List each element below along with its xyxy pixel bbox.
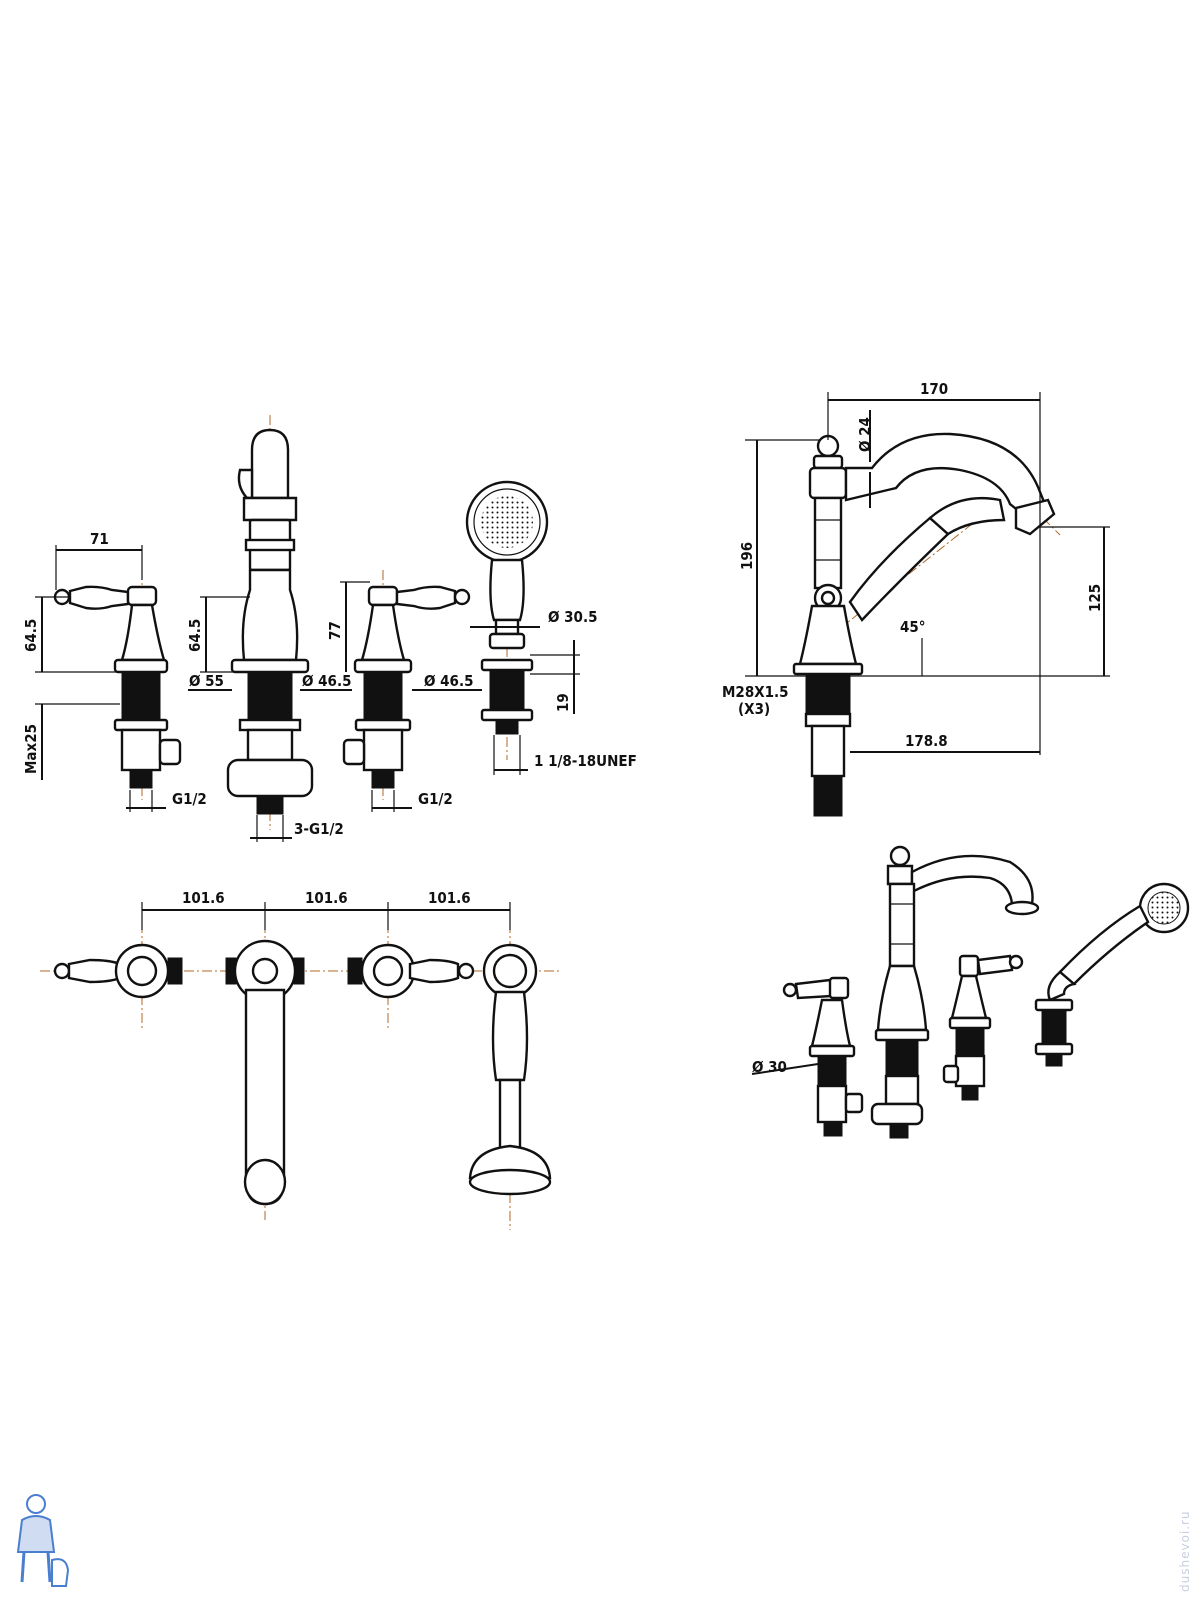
watermark: dushevoi.ru xyxy=(1178,1510,1192,1592)
dim-shower-thread: 1 1/8-18UNEF xyxy=(534,752,637,770)
dim-101-6-c: 101.6 xyxy=(428,889,471,907)
dim-45-deg: 45° xyxy=(900,618,926,636)
dim-19: 19 xyxy=(554,693,572,712)
right-valve xyxy=(342,585,471,789)
dim-3g12: 3-G1/2 xyxy=(294,820,344,838)
dim-64-5-spout: 64.5 xyxy=(186,619,204,652)
dim-m28: M28X1.5 xyxy=(722,683,789,701)
dim-101-6-a: 101.6 xyxy=(182,889,225,907)
spout xyxy=(226,428,314,815)
dim-77: 77 xyxy=(326,621,344,640)
dim-m28-qty: (X3) xyxy=(738,700,770,718)
isometric-view: Ø 30 xyxy=(751,845,1190,1139)
dim-iso-diam-30: Ø 30 xyxy=(752,1058,787,1076)
dim-64-5-left: 64.5 xyxy=(22,619,40,652)
dim-diam-55: Ø 55 xyxy=(189,672,224,690)
dim-196: 196 xyxy=(738,542,756,570)
top-view: 101.6 101.6 101.6 xyxy=(40,889,560,1230)
left-valve xyxy=(53,585,182,789)
dim-max25: Max25 xyxy=(22,724,40,774)
dim-diam-46-5-a: Ø 46.5 xyxy=(302,672,351,690)
dim-diam-30-5: Ø 30.5 xyxy=(548,608,597,626)
dim-g12-left: G1/2 xyxy=(172,790,207,808)
dim-g12-right: G1/2 xyxy=(418,790,453,808)
side-view: 170 Ø 24 196 125 45° M28X1.5 (X3) 178.8 xyxy=(722,380,1110,817)
hand-shower xyxy=(465,480,549,735)
dim-diam-24: Ø 24 xyxy=(856,417,874,452)
dim-178-8: 178.8 xyxy=(905,732,948,750)
plumber-logo-icon xyxy=(16,1494,70,1587)
dim-101-6-b: 101.6 xyxy=(305,889,348,907)
dim-125: 125 xyxy=(1086,584,1104,612)
front-view: 71 64.5 Max25 64.5 Ø 55 Ø 46.5 77 Ø 46.5… xyxy=(22,415,637,842)
dim-170: 170 xyxy=(920,380,948,398)
dim-71: 71 xyxy=(90,530,109,548)
dim-diam-46-5-b: Ø 46.5 xyxy=(424,672,473,690)
